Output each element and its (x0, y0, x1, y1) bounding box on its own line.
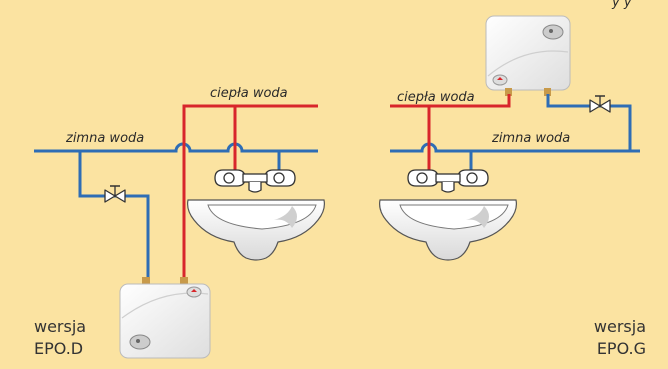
water-heater-icon (485, 15, 571, 96)
hot-water-label: ciepła woda (210, 86, 288, 101)
sink-icon (187, 199, 325, 261)
cold-drop-pipe-left (78, 151, 150, 283)
version-label-epo-d: wersja EPO.D (34, 316, 86, 360)
water-heater-icon (119, 277, 211, 359)
sink-icon (379, 199, 518, 261)
version-label-epo-g: wersja EPO.G (594, 316, 646, 360)
valve-icon (589, 95, 611, 113)
version-word: wersja (34, 317, 87, 336)
left-diagram: zimna woda ciepła woda (34, 86, 325, 359)
cold-water-label: zimna woda (491, 131, 570, 146)
version-word: wersja (593, 317, 646, 336)
cold-water-label: zimna woda (65, 131, 144, 146)
faucet-icon (407, 169, 489, 193)
cold-main-pipe-left (34, 142, 318, 153)
cropped-caption-text: y y (611, 0, 632, 10)
version-code: EPO.G (596, 339, 646, 358)
right-diagram: ciepła woda zimna woda (379, 15, 640, 261)
hot-water-label: ciepła woda (397, 90, 475, 105)
cold-rise-pipe-right (546, 94, 632, 151)
valve-icon (104, 185, 126, 203)
faucet-icon (214, 169, 296, 193)
version-code: EPO.D (34, 339, 84, 358)
hot-pipe-left (182, 104, 318, 283)
